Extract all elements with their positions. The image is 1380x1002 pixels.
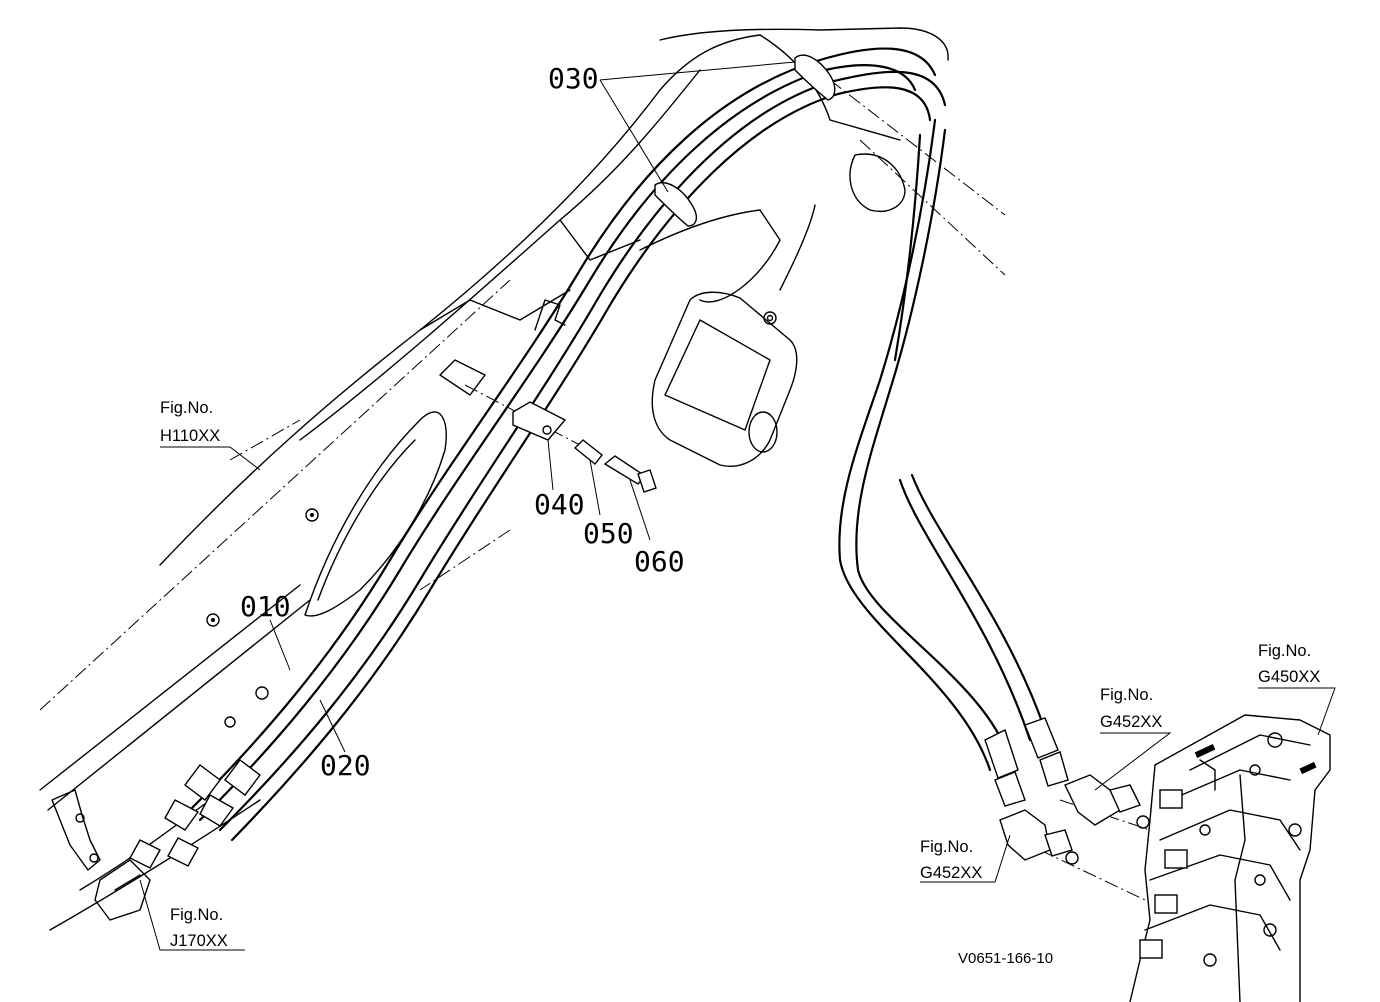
ref-j170xx: Fig.No. J170XX [170,906,228,950]
ref-g452xx-bottom: Fig.No. G452XX [920,838,982,882]
hose-right-b [893,133,1047,742]
bolt-060 [603,455,657,493]
part-label-030: 030 [548,62,599,95]
part-label-010: 010 [240,590,291,623]
clamp-030 [654,54,836,227]
elbow-fitting-bottom [999,809,1079,865]
svg-text:Fig.No.: Fig.No. [1258,642,1311,660]
figure-references: Fig.No. H110XX Fig.No. J170XX Fig.No. G4… [160,399,1320,950]
part-label-050: 050 [583,517,634,550]
part-label-060: 060 [634,545,685,578]
hose-end-fittings-right [984,717,1069,807]
svg-text:Fig.No.: Fig.No. [160,399,213,417]
boom-frame-outline [39,27,949,931]
hose-right-a [838,118,1012,772]
part-label-040: 040 [534,488,585,521]
elbow-fitting-top [1064,774,1150,829]
svg-text:G450XX: G450XX [1258,668,1320,686]
clamp-block-040 [512,401,567,441]
svg-text:J170XX: J170XX [170,932,228,950]
svg-text:Fig.No.: Fig.No. [1100,686,1153,704]
drawing-id: V0651-166-10 [958,950,1053,967]
hose-010 [188,47,937,822]
svg-text:G452XX: G452XX [920,864,982,882]
hose-020 [218,70,947,842]
part-labels: 030 040 050 060 010 020 [240,62,685,782]
part-label-020: 020 [320,749,371,782]
hose-end-fittings-left [129,759,261,869]
ref-g450xx: Fig.No. G450XX [1258,642,1320,686]
svg-text:Fig.No.: Fig.No. [920,838,973,856]
ref-h110xx: Fig.No. H110XX [160,399,220,445]
ref-g452xx-top: Fig.No. G452XX [1100,686,1162,731]
svg-text:G452XX: G452XX [1100,713,1162,731]
svg-text:Fig.No.: Fig.No. [170,906,223,924]
control-valve-block [1129,714,1331,1002]
spacer-050 [573,439,603,465]
svg-text:H110XX: H110XX [160,427,220,445]
leader-lines [139,61,1336,951]
